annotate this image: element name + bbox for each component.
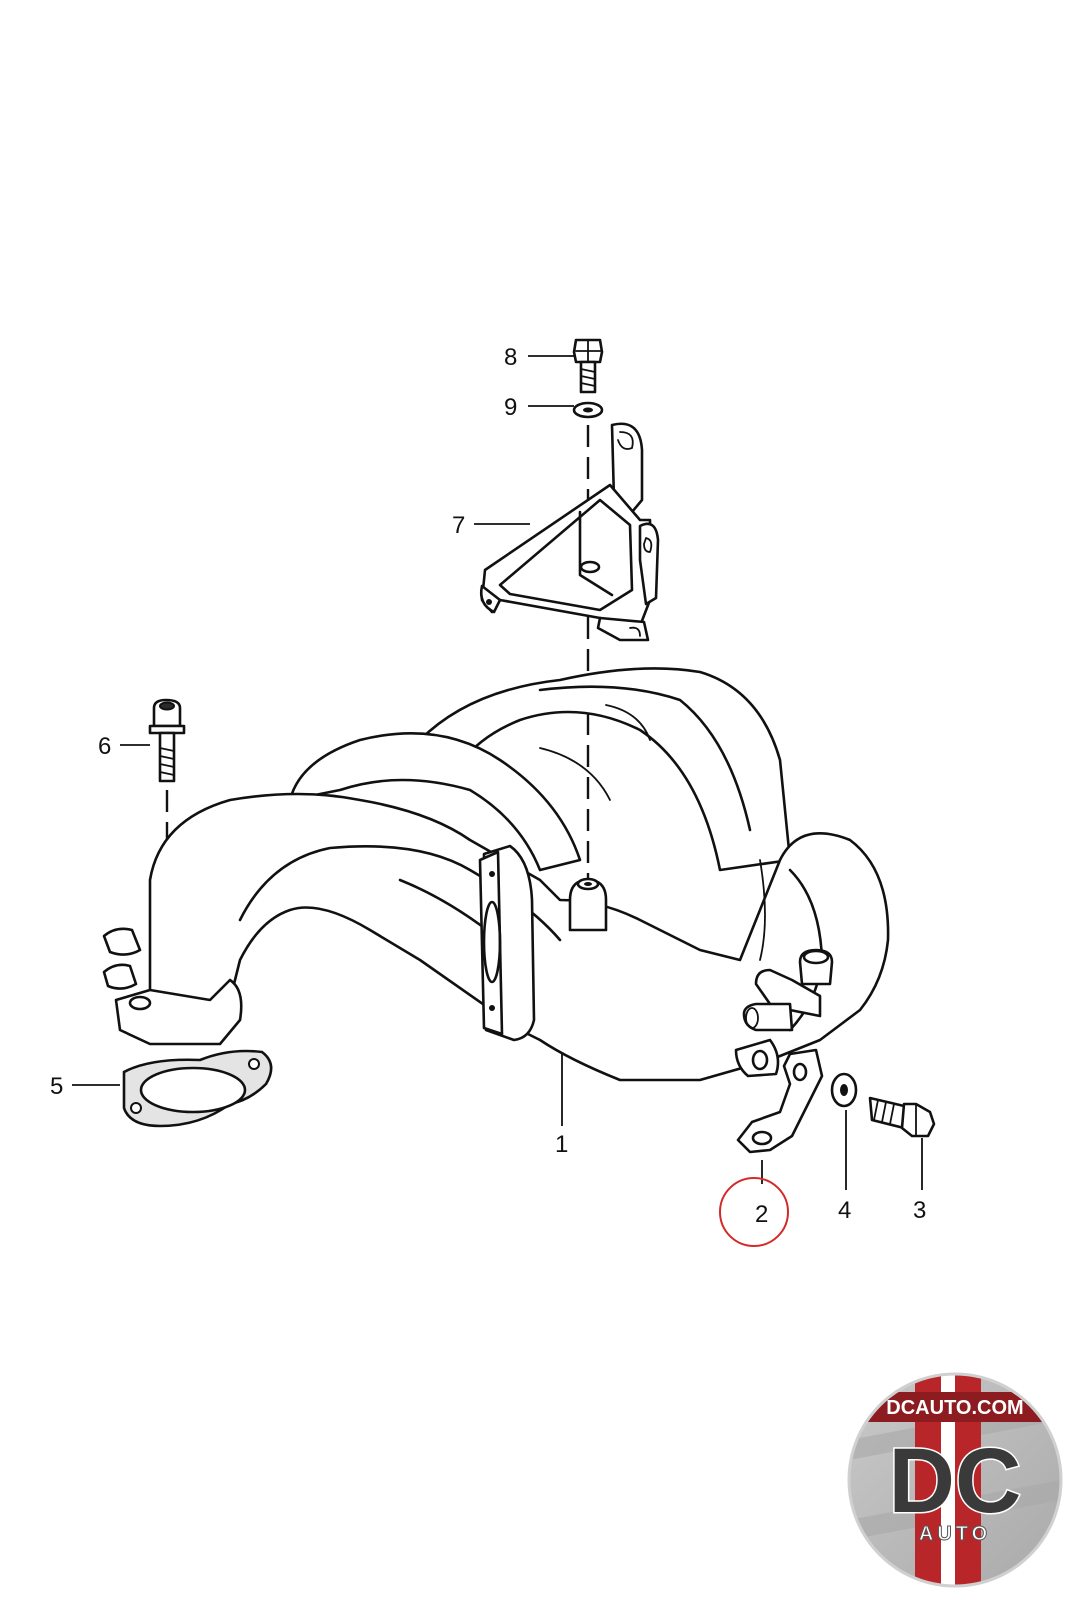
callout-labels: 8 9 7 6 5 1 2 4 3 (50, 344, 926, 1228)
part-5-gasket (122, 1049, 273, 1128)
part-6-bolt (148, 698, 186, 783)
callout-9: 9 (504, 394, 517, 421)
callout-6: 6 (98, 733, 111, 760)
logo-site-text: DCAUTO.COM (886, 1397, 1023, 1419)
leader-lines (72, 355, 923, 1190)
part-3-bolt (868, 1096, 936, 1138)
logo-monogram: DC (889, 1430, 1022, 1532)
part-7-bracket (479, 422, 660, 642)
part-1-exhaust-manifold (102, 667, 890, 1082)
dcauto-logo: DCAUTO.COM DC AUTO (847, 1372, 1063, 1588)
logo-word: AUTO (919, 1523, 991, 1545)
part-8-bolt (572, 338, 604, 394)
part-4-washer (830, 1072, 858, 1108)
callout-1: 1 (555, 1131, 568, 1158)
callout-8: 8 (504, 344, 517, 371)
callout-5: 5 (50, 1073, 63, 1100)
part-9-washer (572, 401, 604, 419)
callout-3: 3 (913, 1197, 926, 1224)
callout-2-highlight-circle (719, 1177, 789, 1247)
callout-7: 7 (452, 512, 465, 539)
callout-4: 4 (838, 1197, 851, 1224)
part-2-bracket (736, 1048, 824, 1154)
callout-2: 2 (755, 1201, 768, 1228)
